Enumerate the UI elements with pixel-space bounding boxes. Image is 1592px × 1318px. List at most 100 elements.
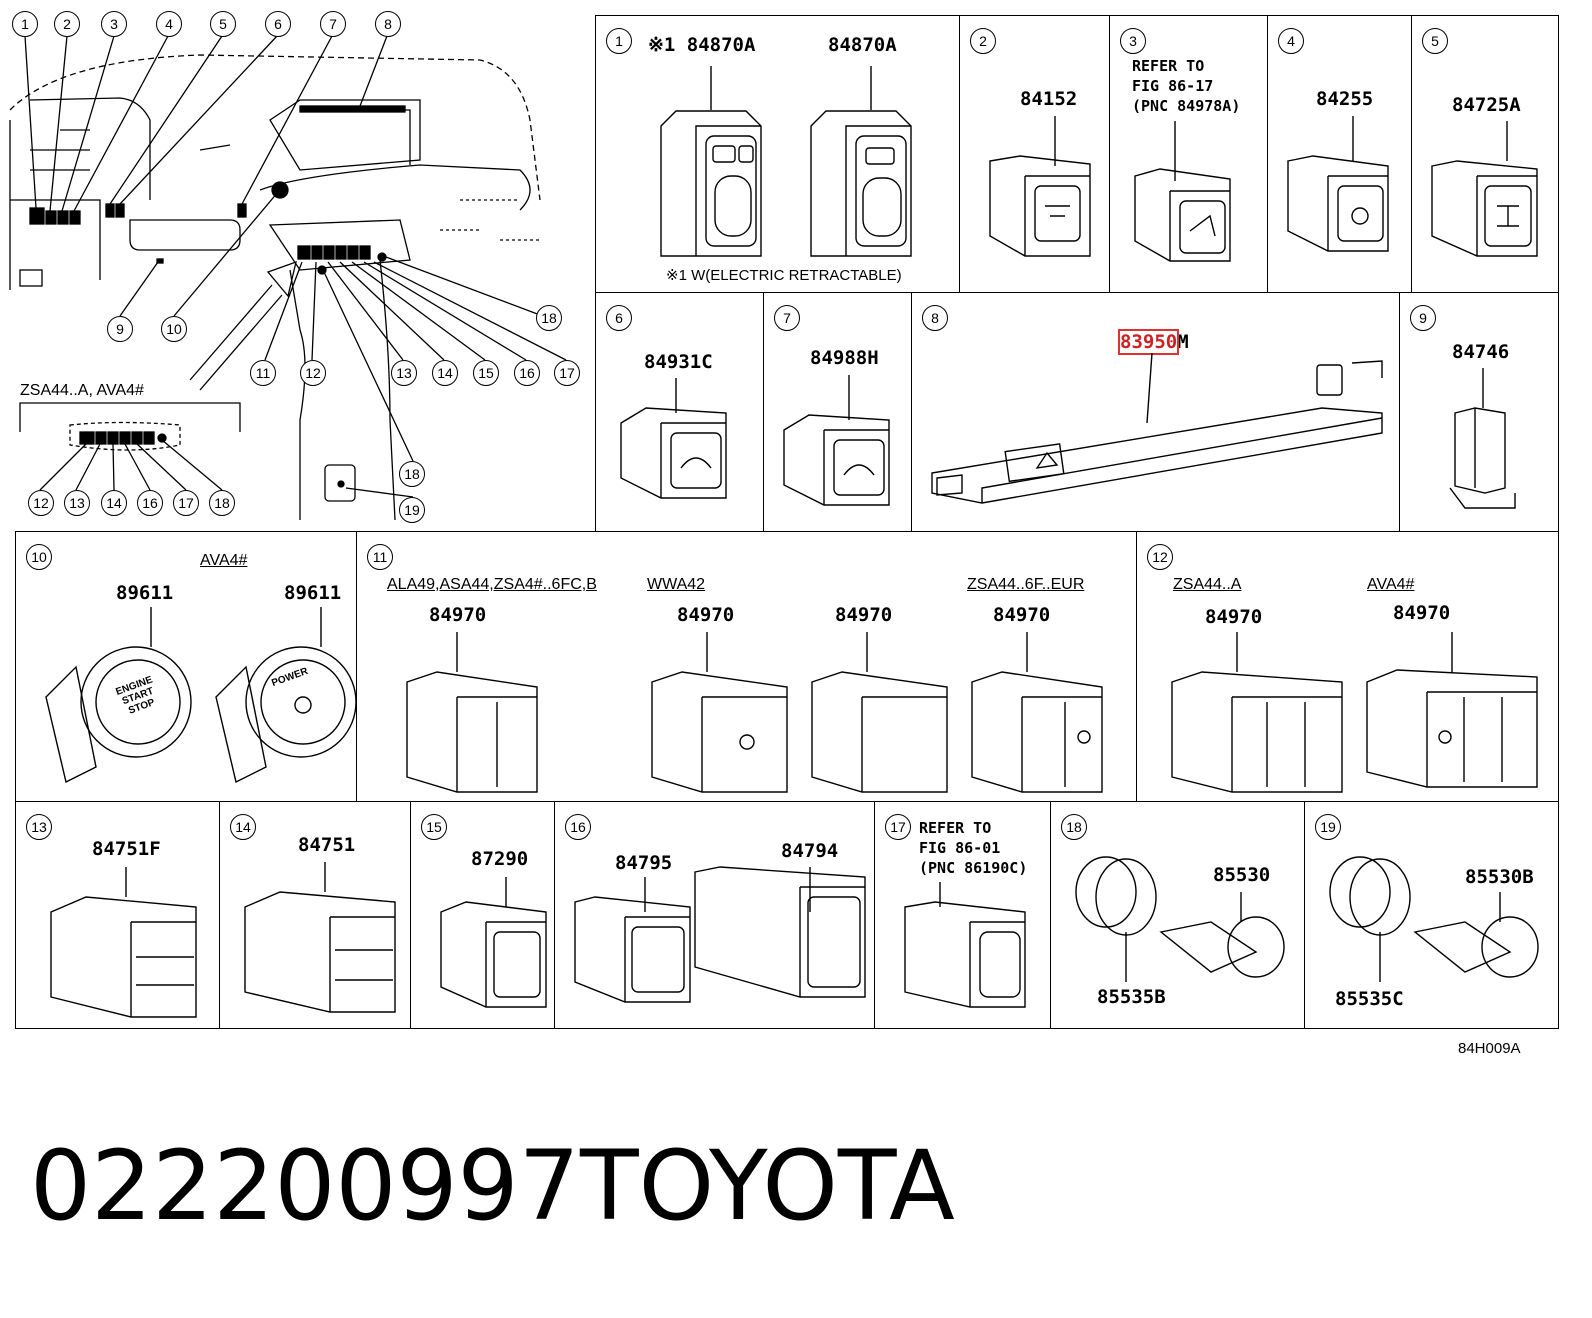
callout-6: 6 [265,11,291,37]
start-buttons-drawing [45,607,357,784]
part-number: 84795 [615,852,673,874]
panel-6[interactable]: 6 84931C [595,292,765,532]
part-number: 83950M [1117,329,1189,355]
mode-switches-drawing [1171,632,1538,793]
panel-number: 17 [885,814,911,840]
panel-8[interactable]: 8 83950M [911,292,1401,532]
part-number: 89611 [284,582,342,604]
panel-number: 6 [606,305,632,331]
panel-number: 12 [1147,544,1173,570]
switch-drawing [1287,116,1389,252]
part-number: 87290 [471,848,529,870]
switch-drawing [989,116,1091,257]
panel-19[interactable]: 19 85530B 85535C [1304,801,1559,1029]
footer-part-number: 022200997 [30,1130,580,1242]
panel-number: 13 [26,814,52,840]
panel-5[interactable]: 5 84725A [1411,15,1559,293]
part-number: ※1 84870A [648,34,756,56]
switch-drawing [440,877,547,1008]
panel-number: 4 [1278,28,1304,54]
callout-13: 13 [391,360,417,386]
panel-number: 16 [565,814,591,840]
panel-15[interactable]: 15 87290 [410,801,556,1029]
part-number: 84152 [1020,88,1078,110]
callout-9: 9 [107,316,133,342]
panel-4[interactable]: 4 84255 [1267,15,1413,293]
sub-callout-16: 16 [137,490,163,516]
callout-17: 17 [554,360,580,386]
panel-10[interactable]: 10 AVA4# 89611 89611 ENGINE START STOP P… [15,531,358,803]
panel-number: 19 [1315,814,1341,840]
switch-panel-drawing [931,352,1383,504]
variant-note: ZSA44..6F..EUR [967,576,1085,593]
sub-callout-17: 17 [173,490,199,516]
seat-heater-switch-drawing [244,862,396,1013]
panel-number: 7 [774,305,800,331]
variant-note: AVA4# [200,552,248,569]
footer-brand: TOYOTA [580,1130,955,1242]
variant-note: ZSA44..A [1173,576,1242,593]
callout-18-lower: 18 [399,461,425,487]
callout-5: 5 [210,11,236,37]
mode-switches-drawing [406,632,1103,793]
panel-11[interactable]: 11 ALA49,ASA44,ZSA4#..6FC,B WWA42 ZSA44.… [356,531,1138,803]
highlighted-part-number[interactable]: 83950 [1117,329,1180,355]
callout-11: 11 [250,360,276,386]
reference-note: REFER TO FIG 86-01 (PNC 86190C) [919,819,1028,877]
part-number: 85530B [1465,866,1534,888]
panel-number: 3 [1120,28,1146,54]
callout-2: 2 [54,11,80,37]
panel-9[interactable]: 9 84746 [1399,292,1559,532]
callout-3: 3 [101,11,127,37]
connector-drawing [1449,368,1516,509]
part-number: 84931C [644,351,713,373]
sub-callout-18: 18 [209,490,235,516]
panel-number: 18 [1061,814,1087,840]
callout-8: 8 [375,11,401,37]
switch-drawing [620,378,727,499]
callout-15: 15 [473,360,499,386]
part-number: 84970 [677,604,735,626]
panel-2[interactable]: 2 84152 [959,15,1111,293]
part-number: 84746 [1452,341,1510,363]
panel-12[interactable]: 12 ZSA44..A AVA4# 84970 84970 [1136,531,1559,803]
part-number: 84794 [781,840,839,862]
part-number: 84255 [1316,88,1374,110]
panel-14[interactable]: 14 84751 [219,801,412,1029]
power-outlet-drawing [1329,856,1539,982]
part-number: 84970 [429,604,487,626]
part-number: 85535B [1097,986,1166,1008]
panel-number: 5 [1422,28,1448,54]
power-outlet-drawing [1075,856,1285,982]
part-number: 84970 [1393,602,1451,624]
variant-note: AVA4# [1367,576,1415,593]
callout-7: 7 [320,11,346,37]
callout-10: 10 [161,316,187,342]
part-number: 89611 [116,582,174,604]
part-number: 85535C [1335,988,1404,1010]
callout-4: 4 [156,11,182,37]
panel-3[interactable]: 3 REFER TO FIG 86-17 (PNC 84978A) [1109,15,1269,293]
sub-callout-13: 13 [64,490,90,516]
callout-19: 19 [399,497,425,523]
panel-number: 8 [922,305,948,331]
defogger-switches-drawing [574,866,866,1003]
panel-1[interactable]: 1 ※1 84870A 84870A ※1 W(ELECTRIC RETRACT… [595,15,961,293]
callout-18: 18 [536,305,562,331]
panel-footnote: ※1 W(ELECTRIC RETRACTABLE) [666,267,902,284]
panel-13[interactable]: 13 84751F [15,801,221,1029]
panel-7[interactable]: 7 84988H [763,292,913,532]
reference-note: REFER TO FIG 86-17 (PNC 84978A) [1132,57,1241,115]
seat-heater-switch-drawing [50,867,197,1018]
panel-number: 15 [421,814,447,840]
sub-callout-12: 12 [28,490,54,516]
callout-12: 12 [300,360,326,386]
part-number: 84988H [810,347,879,369]
part-number: 84725A [1452,94,1521,116]
panel-18[interactable]: 18 85530 85535B [1050,801,1306,1029]
panel-16[interactable]: 16 84795 84794 [554,801,876,1029]
usb-port-drawing [904,882,1026,1008]
panel-number: 11 [367,544,393,570]
panel-17[interactable]: 17 REFER TO FIG 86-01 (PNC 86190C) [874,801,1052,1029]
callout-14: 14 [432,360,458,386]
